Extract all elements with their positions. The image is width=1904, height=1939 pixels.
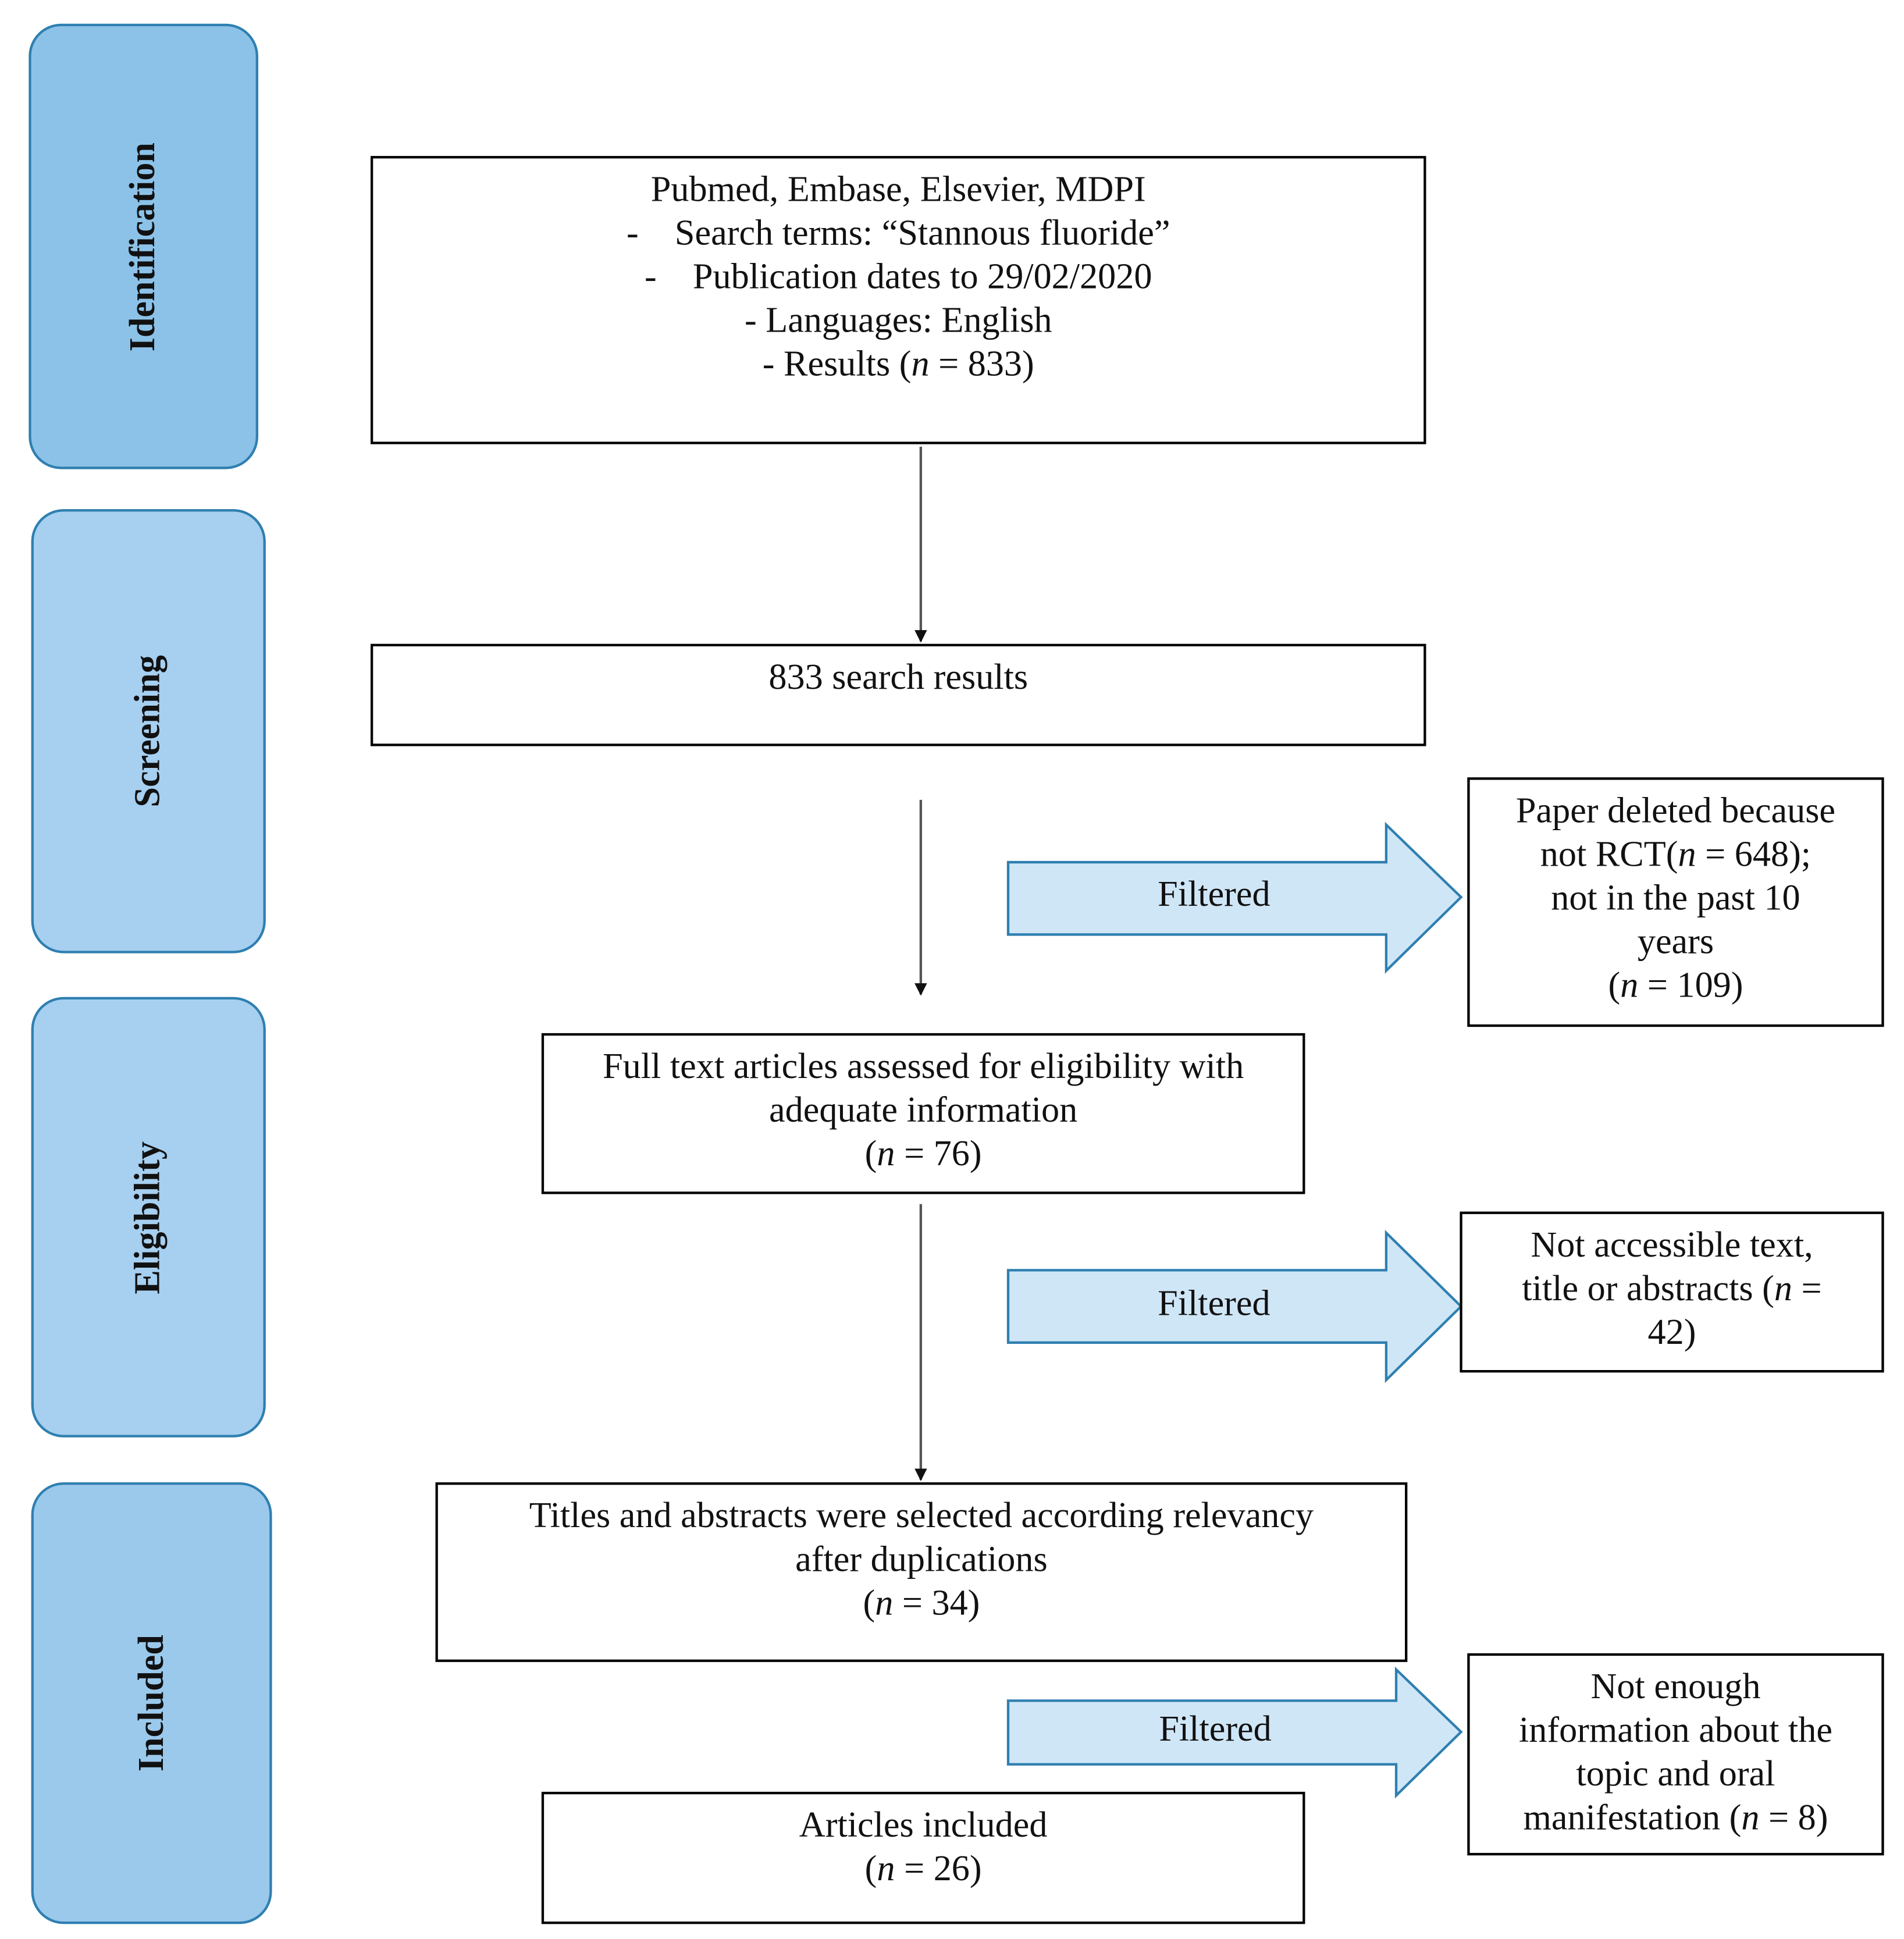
sources-results: - Results (n = 833): [762, 344, 1034, 385]
filter-arrow-3: [1006, 1666, 1463, 1799]
search-results-box: 833 search results: [371, 643, 1426, 746]
titles-abstracts-box: Titles and abstracts were selected accor…: [435, 1482, 1408, 1662]
excluded-rct-line3: not in the past 10: [1551, 878, 1800, 919]
articles-included-box: Articles included (n = 26): [541, 1791, 1305, 1924]
excluded-access-line1: Not accessible text,: [1531, 1225, 1813, 1265]
sources-languages: - Languages: English: [744, 300, 1052, 341]
titles-abstracts-line2: after duplications: [795, 1539, 1048, 1580]
stage-identification: Identification: [29, 23, 258, 469]
excluded-rct-line5: (n = 109): [1608, 966, 1743, 1006]
excluded-info-line3: topic and oral: [1576, 1754, 1775, 1795]
excluded-rct-line4: years: [1637, 922, 1714, 962]
excluded-rct-line2: not RCT(n = 648);: [1540, 834, 1812, 875]
sources-publication-dates: - Publication dates to 29/02/2020: [645, 257, 1152, 297]
excluded-info-line4: manifestation (n = 8): [1523, 1798, 1828, 1838]
articles-included-label: Articles included: [799, 1805, 1048, 1846]
full-text-count: (n = 76): [864, 1134, 982, 1175]
full-text-box: Full text articles assessed for eligibil…: [541, 1033, 1305, 1194]
excluded-info-box: Not enough information about the topic a…: [1467, 1653, 1884, 1856]
excluded-access-line3: 42): [1647, 1312, 1696, 1353]
excluded-rct-box: Paper deleted because not RCT(n = 648); …: [1467, 777, 1884, 1027]
excluded-rct-line1: Paper deleted because: [1515, 791, 1836, 831]
sources-search-terms: - Search terms: “Stannous fluoride”: [627, 213, 1170, 254]
titles-abstracts-count: (n = 34): [863, 1583, 980, 1624]
search-results-text: 833 search results: [768, 657, 1028, 698]
sources-title: Pubmed, Embase, Elsevier, MDPI: [650, 169, 1146, 210]
filter-arrow-1-label: Filtered: [1158, 874, 1270, 914]
full-text-line1: Full text articles assessed for eligibil…: [603, 1047, 1244, 1087]
articles-included-count: (n = 26): [864, 1849, 982, 1890]
filter-arrow-2-label: Filtered: [1158, 1284, 1270, 1323]
filter-arrow-1: [1006, 821, 1463, 974]
full-text-line2: adequate information: [769, 1090, 1078, 1131]
stage-screening: Screening: [31, 509, 266, 954]
stage-eligibility: Eligibility: [31, 997, 266, 1438]
filter-arrow-2: [1006, 1229, 1463, 1383]
excluded-access-box: Not accessible text, title or abstracts …: [1460, 1211, 1884, 1373]
titles-abstracts-line1: Titles and abstracts were selected accor…: [529, 1496, 1314, 1536]
excluded-access-line2: title or abstracts (n =: [1522, 1269, 1822, 1309]
excluded-info-line1: Not enough: [1590, 1667, 1761, 1707]
filter-arrow-3-label: Filtered: [1159, 1709, 1271, 1749]
sources-box: Pubmed, Embase, Elsevier, MDPI - Search …: [371, 156, 1426, 444]
excluded-info-line2: information about the: [1518, 1710, 1832, 1751]
stage-included: Included: [31, 1482, 272, 1924]
